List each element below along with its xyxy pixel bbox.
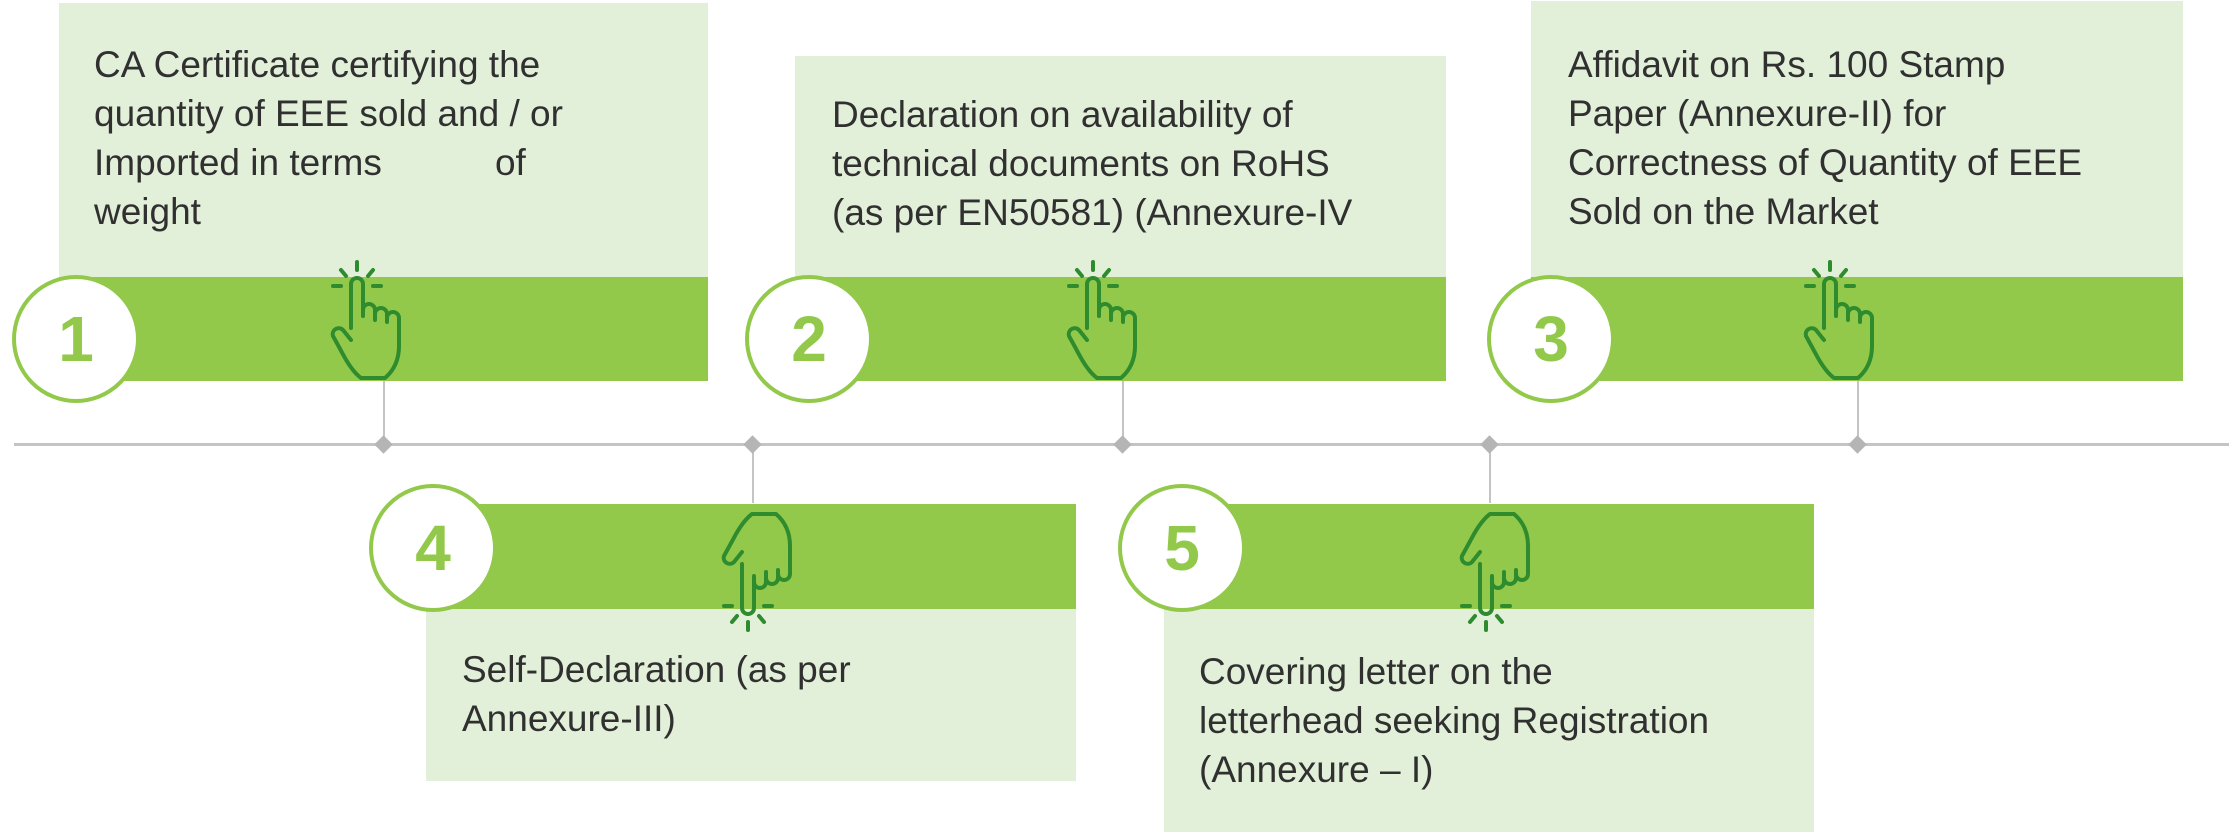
step-3-bar (1531, 277, 2183, 381)
step-5-card (1164, 609, 1814, 832)
step-3-line: Sold on the Market (1568, 191, 1879, 232)
timeline-marker (374, 435, 393, 454)
step-5-number: 5 (1164, 512, 1200, 584)
step-3-number: 3 (1533, 303, 1569, 375)
step-5-line: (Annexure – I) (1199, 749, 1434, 790)
step-1-line: Imported in terms of (94, 142, 526, 183)
step-3-number-badge: 3 (1487, 275, 1615, 403)
step-2-line: technical documents on RoHS (832, 143, 1330, 184)
connector-step-2 (1122, 380, 1124, 444)
connector-step-4 (752, 445, 754, 503)
step-4-text: Self-Declaration (as per Annexure-III) (462, 645, 851, 743)
step-2-number-badge: 2 (745, 275, 873, 403)
step-3-line: Affidavit on Rs. 100 Stamp (1568, 44, 2006, 85)
step-1-line: quantity of EEE sold and / or (94, 93, 563, 134)
pointing-hand-down-icon (1450, 504, 1550, 634)
pointing-hand-up-icon (1794, 258, 1894, 388)
step-1-number: 1 (58, 303, 94, 375)
step-5-line: letterhead seeking Registration (1199, 700, 1710, 741)
connector-step-3 (1857, 380, 1859, 444)
step-1-text: CA Certificate certifying the quantity o… (94, 40, 563, 236)
step-4-line: Annexure-III) (462, 698, 676, 739)
step-3-text: Affidavit on Rs. 100 Stamp Paper (Annexu… (1568, 40, 2082, 236)
step-4-number-badge: 4 (369, 484, 497, 612)
timeline-marker (1848, 435, 1867, 454)
step-2-line: (as per EN50581) (Annexure-IV (832, 192, 1353, 233)
step-2-number: 2 (791, 303, 827, 375)
connector-step-5 (1489, 445, 1491, 503)
step-2-line: Declaration on availability of (832, 94, 1293, 135)
step-1-line: weight (94, 191, 201, 232)
timeline-marker (1480, 435, 1499, 454)
step-3-line: Correctness of Quantity of EEE (1568, 142, 2083, 183)
step-5-line: Covering letter on the (1199, 651, 1553, 692)
step-2-card (795, 56, 1446, 278)
pointing-hand-up-icon (321, 258, 421, 388)
connector-step-1 (383, 380, 385, 444)
step-1-line: CA Certificate certifying the (94, 44, 541, 85)
step-5-number-badge: 5 (1118, 484, 1246, 612)
timeline-marker (743, 435, 762, 454)
timeline-marker (1113, 435, 1132, 454)
step-4-card (426, 609, 1076, 781)
pointing-hand-down-icon (712, 504, 812, 634)
step-2-text: Declaration on availability of technical… (832, 90, 1352, 237)
step-4-line: Self-Declaration (as per (462, 649, 851, 690)
step-5-bar (1164, 504, 1814, 610)
step-5-text: Covering letter on the letterhead seekin… (1199, 647, 1709, 794)
step-1-number-badge: 1 (12, 275, 140, 403)
step-1-card (59, 3, 708, 278)
step-3-line: Paper (Annexure-II) for (1568, 93, 1947, 134)
pointing-hand-up-icon (1057, 258, 1157, 388)
step-4-number: 4 (415, 512, 451, 584)
step-2-bar (795, 277, 1446, 381)
step-1-bar (59, 277, 708, 381)
step-3-card (1531, 1, 2183, 278)
step-4-bar (426, 504, 1076, 610)
